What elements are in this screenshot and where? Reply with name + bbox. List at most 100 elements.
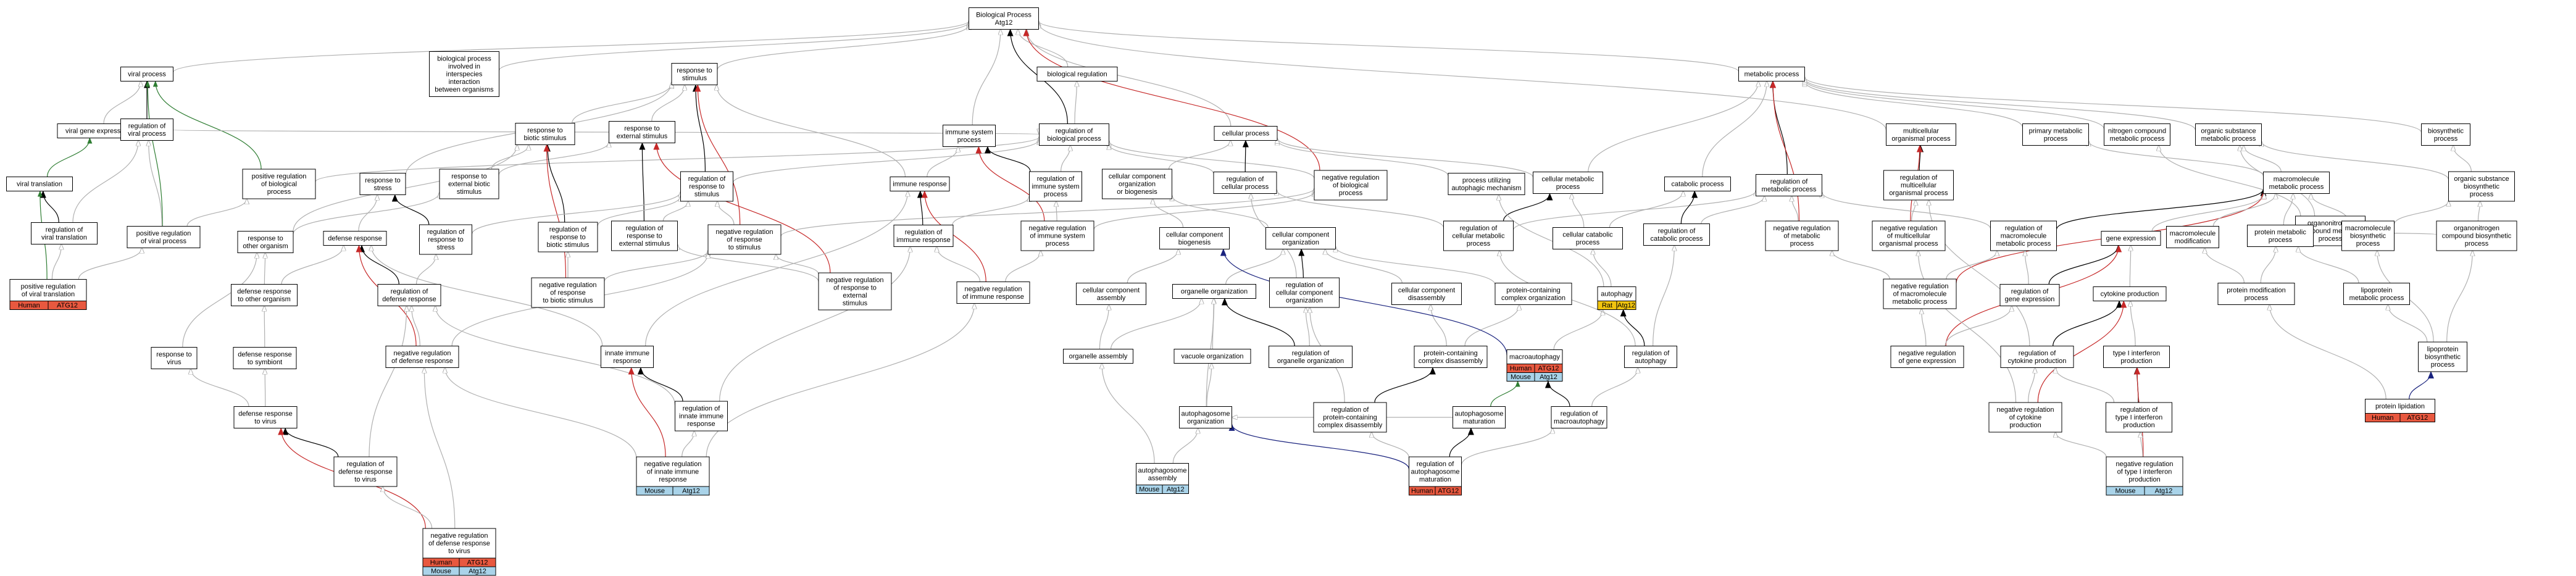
term-node-catabolic[interactable]: catabolic process <box>1664 177 1731 191</box>
term-node-bio-reg[interactable]: biological regulation <box>1036 67 1118 81</box>
term-node-organelle-assembly[interactable]: organelle assembly <box>1063 349 1133 364</box>
term-node-gene-expression[interactable]: gene expression <box>2101 231 2161 246</box>
term-node-viral-process[interactable]: viral process <box>120 67 173 81</box>
term-node-immune-response[interactable]: immune response <box>890 177 950 191</box>
term-node-viral-translation[interactable]: viral translation <box>6 177 73 191</box>
term-node-vacuole-org[interactable]: vacuole organization <box>1173 349 1251 364</box>
term-node-reg-autophagosome-maturation[interactable]: regulation ofautophagosomematurationHuma… <box>1409 456 1462 496</box>
term-node-metabolic-process[interactable]: metabolic process <box>1738 67 1805 81</box>
term-node-viral-gene-expr[interactable]: viral gene expression <box>57 123 138 138</box>
term-node-defense-response[interactable]: defense response <box>323 231 387 246</box>
term-node-organelle-org[interactable]: organelle organization <box>1172 284 1256 299</box>
term-node-cellular-process[interactable]: cellular process <box>1214 126 1278 141</box>
